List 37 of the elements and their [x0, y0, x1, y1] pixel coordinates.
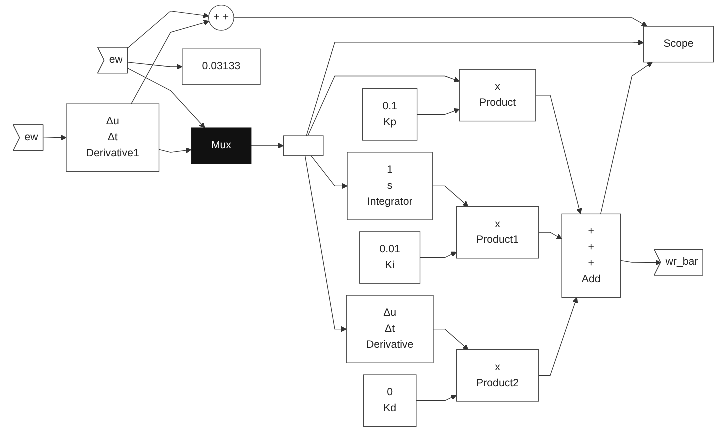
arrow [43, 134, 67, 141]
arrow [433, 328, 469, 350]
arrow [600, 62, 653, 215]
arrow [251, 143, 284, 149]
node-box: + + + Add [562, 214, 621, 298]
arrow [416, 394, 457, 402]
arrow [311, 156, 348, 190]
node-box: x Product [459, 69, 536, 122]
arrow [128, 68, 206, 128]
node-box: 0.01 Ki [360, 232, 421, 284]
arrow [234, 18, 648, 27]
node-box [283, 136, 324, 156]
node-circle: + + [208, 4, 234, 31]
arrow [158, 148, 192, 154]
arrow [536, 95, 582, 214]
node-box: 0 Kd [363, 374, 417, 428]
arrow [128, 62, 183, 70]
node-box: Δu Δt Derivative [346, 295, 434, 364]
node-box: Δu Δt Derivative1 [66, 104, 160, 172]
arrow [432, 186, 469, 207]
arrow [620, 260, 662, 266]
arrow [308, 76, 460, 136]
node-box: 1 s Integrator [347, 152, 433, 220]
node-box: x Product2 [456, 350, 540, 402]
arrow [538, 297, 578, 376]
node-box: Mux [191, 128, 252, 164]
arrow [416, 108, 460, 115]
arrow [420, 252, 457, 258]
node-box: x Product1 [456, 206, 540, 259]
node-box: 0.1 Kp [362, 88, 418, 141]
arrow [304, 156, 347, 332]
node-box: Scope [644, 26, 714, 63]
arrow [306, 40, 644, 136]
node-box: 0.03133 [182, 48, 261, 86]
arrow [128, 10, 210, 48]
arrow [131, 20, 210, 104]
arrow [538, 232, 562, 240]
